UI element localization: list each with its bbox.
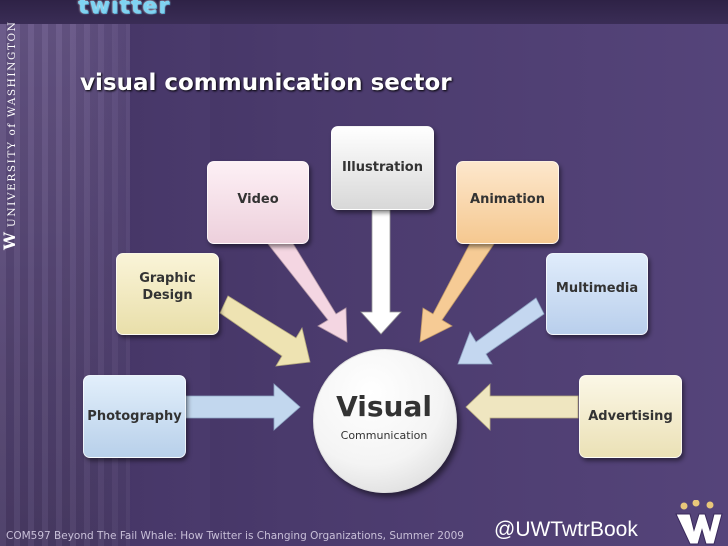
top-bar — [0, 0, 728, 24]
node-multimedia: Multimedia — [546, 253, 648, 335]
center-node-title: Visual — [336, 390, 432, 423]
node-photography: Photography — [83, 375, 186, 458]
node-advertising-label: Advertising — [588, 409, 673, 424]
arrow-animation — [419, 231, 495, 343]
arrow-advertising — [465, 383, 579, 431]
center-node-subtitle: Communication — [340, 429, 428, 442]
node-illustration: Illustration — [331, 126, 434, 210]
node-video-label: Video — [237, 192, 279, 207]
node-illustration-label: Illustration — [342, 160, 423, 175]
twitter-handle: @UWTwtrBook — [494, 518, 638, 541]
arrow-graphic — [219, 295, 311, 367]
node-multimedia-label: Multimedia — [555, 280, 639, 296]
node-graphic-design-label: Graphic Design — [139, 271, 196, 303]
center-node — [313, 349, 457, 493]
twitter-logo: twitter — [78, 0, 171, 19]
node-photography-label: Photography — [87, 409, 182, 424]
course-footer: COM597 Beyond The Fail Whale: How Twitte… — [6, 530, 464, 542]
arrow-video — [267, 231, 348, 343]
node-animation-label: Animation — [470, 192, 545, 207]
arrow-multimedia — [457, 297, 545, 365]
node-animation: Animation — [456, 161, 559, 244]
node-graphic-design: Graphic Design — [116, 253, 219, 335]
node-advertising: Advertising — [579, 375, 682, 458]
node-video: Video — [207, 161, 309, 244]
arrow-photography — [185, 383, 301, 431]
arrow-illustration — [360, 209, 402, 335]
uw-w-logo-icon — [675, 500, 723, 545]
slide-title: visual communication sector — [80, 70, 452, 96]
